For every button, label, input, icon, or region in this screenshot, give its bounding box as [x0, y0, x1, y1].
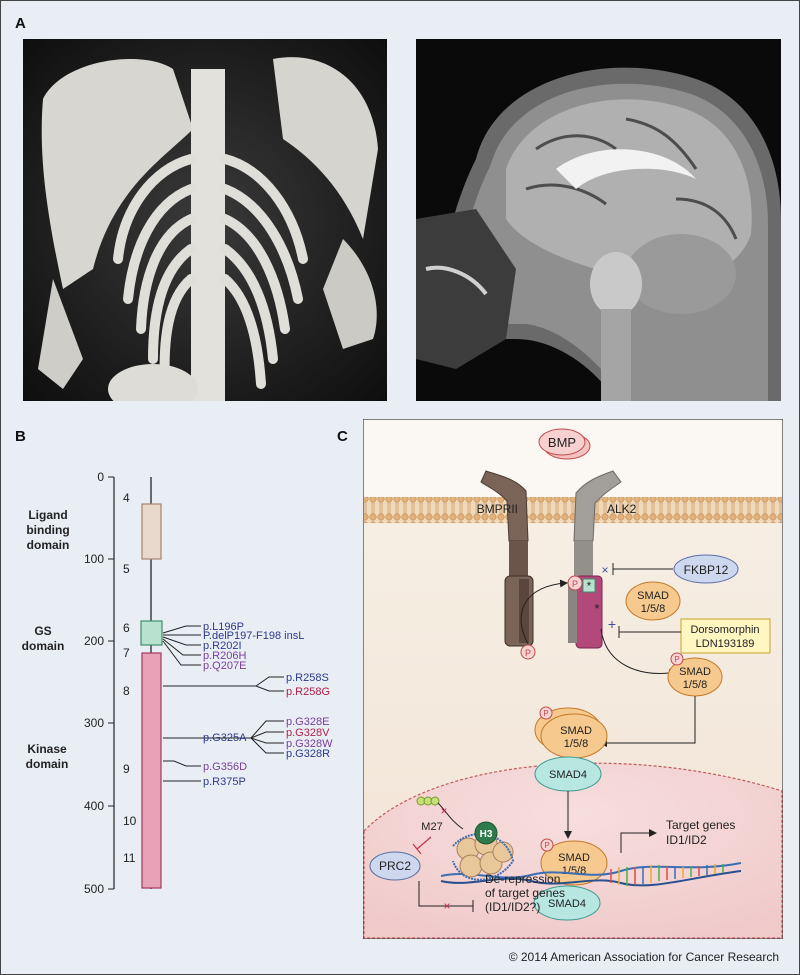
mutation-label: p.G328W	[286, 738, 333, 750]
svg-text:SMAD: SMAD	[637, 590, 669, 602]
fkbp12-block-x: ×	[601, 563, 608, 577]
exon-label: 8	[123, 684, 130, 698]
domain-label-kinase-2: domain	[26, 757, 69, 771]
exon-label: 10	[123, 814, 137, 828]
svg-text:SMAD4: SMAD4	[548, 898, 586, 910]
target-genes-label: Target genes	[666, 818, 735, 832]
h3-label: H3	[480, 829, 493, 840]
svg-text:SMAD: SMAD	[560, 725, 592, 737]
smad4-nuclear	[533, 885, 601, 921]
bmprii-label: BMPRII	[477, 502, 518, 516]
svg-text:SMAD: SMAD	[679, 666, 711, 678]
ct-skeleton-image	[23, 39, 387, 401]
prc2-label: PRC2	[379, 859, 411, 873]
cell-membrane	[364, 497, 782, 523]
axis-tick-label: 500	[84, 882, 104, 896]
phosphate-alk2: P	[572, 579, 578, 589]
mutation-label: p.G328E	[286, 716, 329, 728]
mutation-label: p.R206H	[203, 650, 246, 662]
domain-label-gs-1: GS	[34, 624, 51, 638]
exon-label: 9	[123, 762, 130, 776]
exon-label: 5	[123, 562, 130, 576]
axis-tick-label: 200	[84, 634, 104, 648]
fkbp12-label: FKBP12	[684, 563, 729, 577]
mutation-label: p.G328R	[286, 748, 330, 760]
svg-text:P: P	[674, 655, 679, 664]
ligand-binding-domain-box	[141, 503, 162, 560]
derepression-line-3: (ID1/ID2?)	[485, 900, 540, 914]
mutation-connectors	[162, 625, 284, 782]
gs-domain-box	[140, 620, 163, 646]
mutation-label: p.L196P	[203, 621, 244, 633]
mutation-label: P.delP197-F198 insL	[203, 630, 304, 642]
axis-tick-label: 400	[84, 799, 104, 813]
svg-text:*: *	[587, 579, 592, 593]
axis-tick-label: 100	[84, 552, 104, 566]
h3-histone	[474, 821, 498, 845]
copyright-notice: © 2014 American Association for Cancer R…	[508, 950, 779, 964]
exon-label: 7	[123, 646, 130, 660]
inhibitor-plus: +	[608, 616, 616, 632]
svg-text:1/5/8: 1/5/8	[641, 603, 665, 615]
axis-tick-label: 300	[84, 716, 104, 730]
domain-label-ligand-2: binding	[26, 523, 69, 537]
inhibitor-name-1: Dorsomorphin	[690, 624, 759, 636]
mri-brain-image	[416, 39, 781, 401]
kinase-mutation-marker: *	[594, 601, 599, 616]
svg-text:SMAD: SMAD	[558, 852, 590, 864]
domain-label-kinase-1: Kinase	[27, 742, 67, 756]
gene-mutation-map: 0 100 200 300 400 500 4 5 6 7 8 9 10 11 Ligand bindi…	[1, 416, 341, 956]
domain-label-ligand-3: domain	[27, 538, 70, 552]
svg-text:SMAD4: SMAD4	[549, 769, 587, 781]
phosphate-bmprii: P	[525, 648, 531, 658]
exon-label: 6	[123, 621, 130, 635]
svg-text:1/5/8: 1/5/8	[683, 679, 707, 691]
smad158-unbound	[625, 581, 681, 621]
svg-text:P: P	[544, 841, 549, 850]
derepression-line-2: of target genes	[485, 886, 565, 900]
mutation-label: p.R258G	[286, 686, 330, 698]
derepression-block-x: ×	[443, 899, 450, 913]
inhibitor-box	[680, 618, 771, 654]
mutation-label: p.G328V	[286, 727, 330, 739]
mutation-label: p.R375P	[203, 776, 246, 788]
methyl-groups	[416, 796, 440, 806]
mutation-label: p.Q207E	[203, 660, 246, 672]
panel-label-a: A	[15, 15, 26, 32]
target-genes-names: ID1/ID2	[666, 833, 707, 847]
svg-text:P: P	[543, 709, 548, 718]
dna-helix	[440, 862, 742, 887]
exon-label: 11	[123, 851, 136, 865]
methylation-block-x: ×	[440, 804, 447, 818]
inhibitor-name-2: LDN193189	[696, 638, 755, 650]
derepression-line-1: De-repression	[485, 872, 560, 886]
fkbp12-protein	[673, 554, 739, 584]
gs-mutation-marker	[582, 578, 596, 593]
bmp-ligand	[538, 428, 586, 456]
bmp-label: BMP	[548, 435, 576, 450]
domain-label-gs-2: domain	[22, 639, 65, 653]
m27-label: M27	[421, 821, 442, 833]
mutation-label: p.G356D	[203, 761, 247, 773]
prc2-complex	[369, 851, 421, 881]
signaling-pathway-diagram: BMP BMPRII ALK2 * * P P FKBP12	[362, 418, 784, 940]
exon-label: 4	[123, 491, 130, 505]
alk2-label: ALK2	[607, 502, 637, 516]
mutation-label: p.G325A	[203, 732, 247, 744]
panel-label-b: B	[15, 428, 26, 445]
mutation-label: p.R202I	[203, 640, 242, 652]
axis-tick-label: 0	[97, 470, 104, 484]
kinase-domain-box	[141, 652, 162, 889]
domain-label-ligand-1: Ligand	[28, 508, 67, 522]
panel-label-c: C	[337, 428, 348, 445]
svg-text:1/5/8: 1/5/8	[564, 738, 588, 750]
mutation-label: p.R258S	[286, 672, 329, 684]
